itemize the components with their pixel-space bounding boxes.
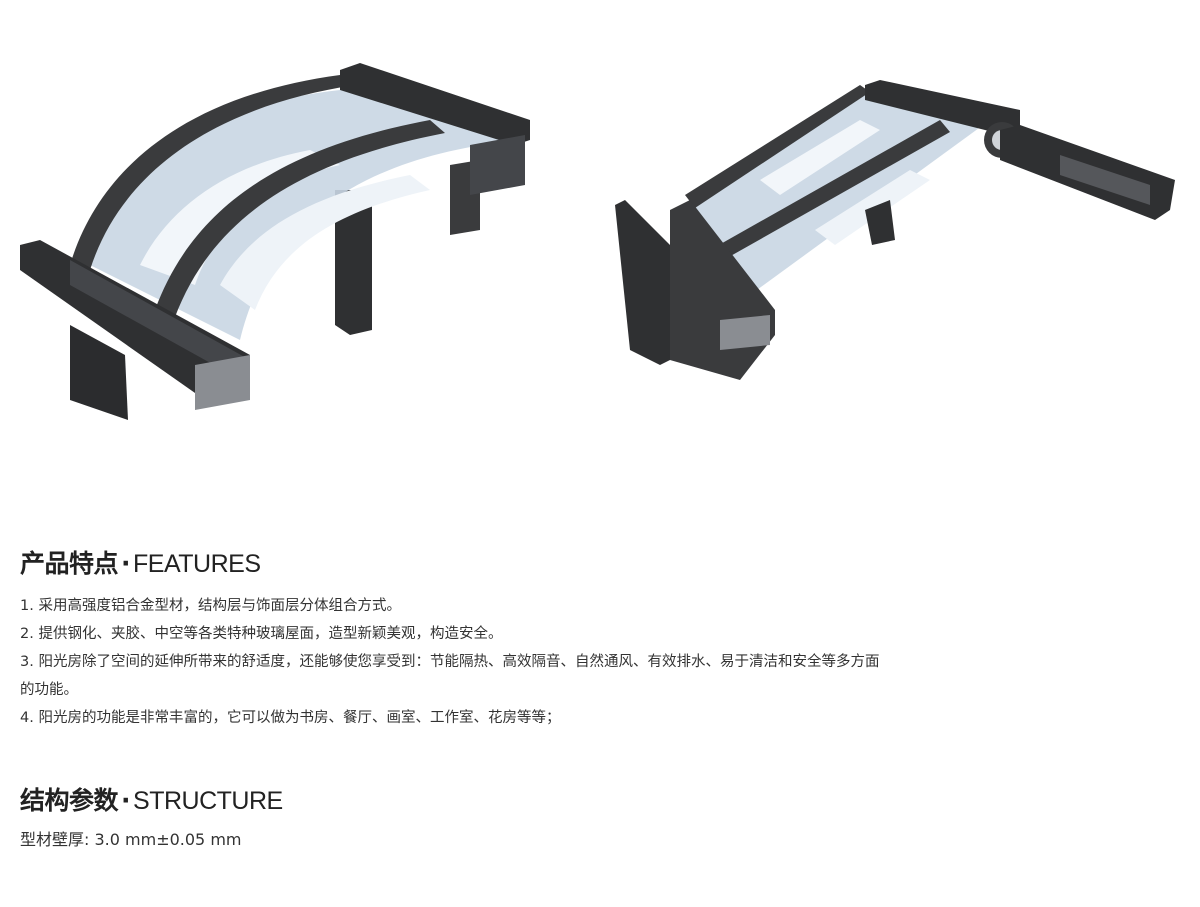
structure-title-cn: 结构参数 — [20, 786, 119, 815]
structure-separator: · — [121, 786, 131, 815]
features-heading: 产品特点·FEATURES — [20, 544, 261, 580]
wall-thickness-param: 型材壁厚: 3.0 mm±0.05 mm — [20, 826, 241, 850]
features-list: 1. 采用高强度铝合金型材，结构层与饰面层分体组合方式。 2. 提供钢化、夹胶、… — [20, 592, 885, 732]
structure-heading: 结构参数·STRUCTURE — [20, 781, 283, 817]
feature-item: 3. 阳光房除了空间的延伸所带来的舒适度，还能够使您享受到：节能隔热、高效隔音、… — [20, 654, 880, 698]
features-title-en: FEATURES — [133, 550, 261, 578]
feature-item: 2. 提供钢化、夹胶、中空等各类特种玻璃屋面，造型新颖美观，构造安全。 — [20, 626, 503, 642]
structure-title-en: STRUCTURE — [133, 787, 283, 815]
curved-roof-profile-image — [20, 63, 530, 420]
pitched-roof-profile-image — [615, 80, 1175, 380]
param-label: 型材壁厚 — [20, 830, 85, 849]
features-separator: · — [121, 549, 131, 578]
feature-item: 4. 阳光房的功能是非常丰富的，它可以做为书房、餐厅、画室、工作室、花房等等； — [20, 710, 561, 726]
param-value: : 3.0 mm±0.05 mm — [84, 830, 242, 849]
feature-item: 1. 采用高强度铝合金型材，结构层与饰面层分体组合方式。 — [20, 598, 401, 614]
features-title-cn: 产品特点 — [20, 549, 119, 578]
